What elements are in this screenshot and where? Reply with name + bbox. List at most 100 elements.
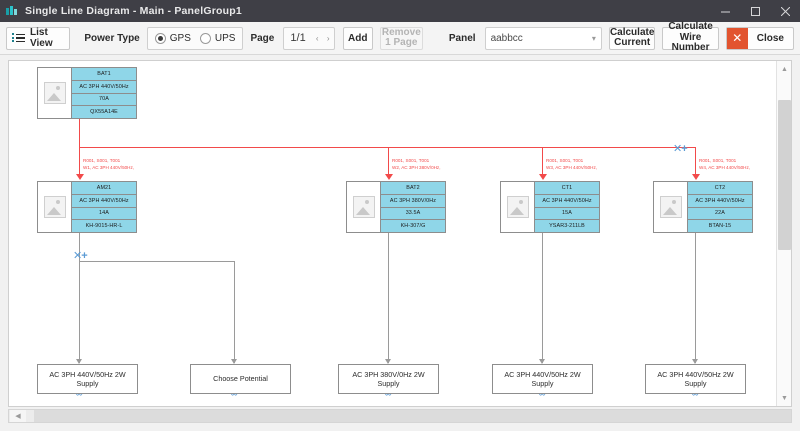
node-thumbnail xyxy=(38,182,72,232)
node-row-model: YSAR3-211LB xyxy=(535,220,599,232)
wire-red-arrow-1 xyxy=(75,174,84,180)
list-icon xyxy=(12,33,25,43)
radio-ups[interactable]: UPS xyxy=(199,32,236,44)
wire-red-arrow-2 xyxy=(384,174,393,180)
node-row-name: CT2 xyxy=(688,182,752,195)
radio-ups-label: UPS xyxy=(214,32,236,44)
wire-gray-arrow-supply-4 xyxy=(539,359,545,364)
wire-gray-branch-horizontal xyxy=(79,261,235,262)
node-ct2[interactable]: CT2 AC 3PH 440V/50Hz 22A BTAN-15 xyxy=(653,181,753,233)
node-row-voltage: AC 3PH 440V/50Hz xyxy=(72,194,136,208)
wire-red-arrow-4 xyxy=(691,174,700,180)
node-row-voltage: AC 3PH 440V/50Hz xyxy=(688,194,752,208)
calculate-wire-number-button[interactable]: Calculate Wire Number xyxy=(662,22,719,53)
power-type-radio-group: GPS UPS xyxy=(146,26,244,50)
toolbar: List View Power Type GPS UPS Page 1/1 ‹ … xyxy=(0,22,800,55)
wire-gray-arrow-supply-5 xyxy=(692,359,698,364)
vertical-scrollbar[interactable]: ▲ ▼ xyxy=(776,61,791,406)
node-ct1[interactable]: CT1 AC 3PH 440V/50Hz 15A YSAR3-211LB xyxy=(500,181,600,233)
node-row-name: CT1 xyxy=(535,182,599,195)
expand-chevron-3[interactable]: ˇˇ xyxy=(385,393,391,403)
wire-gray-am21-trunk xyxy=(79,233,80,363)
close-icon[interactable] xyxy=(770,0,800,22)
app-logo-icon xyxy=(6,6,18,16)
node-row-current: 33.5A xyxy=(381,207,445,221)
add-button[interactable]: Add xyxy=(342,26,373,50)
horizontal-scroll-thumb[interactable] xyxy=(34,410,791,422)
list-view-button[interactable]: List View xyxy=(6,26,71,50)
wire-gray-arrow-supply-3 xyxy=(385,359,391,364)
supply-2[interactable]: AC 3PH 380V/0Hz 2W Supply xyxy=(338,364,439,394)
wire-red-drop-4 xyxy=(695,147,697,176)
panel-label: Panel xyxy=(448,32,476,44)
node-am21[interactable]: AM21 AC 3PH 440V/50Hz 14A KH-9015-HR-L xyxy=(37,181,137,233)
node-thumbnail xyxy=(654,182,688,232)
diagram-canvas[interactable]: BAT1 AC 3PH 440V/50Hz 70A QX55A14E R001,… xyxy=(9,61,775,403)
expand-chevron-2[interactable]: ˇˇ xyxy=(231,393,237,403)
node-row-current: 22A xyxy=(688,207,752,221)
list-view-label: List View xyxy=(30,27,53,49)
node-row-model: KH-307/G xyxy=(381,220,445,232)
wire-red-drop-3 xyxy=(542,147,544,176)
radio-gps-dot xyxy=(154,32,166,44)
page-prev-arrow-icon[interactable]: ‹ xyxy=(315,33,319,43)
node-row-current: 14A xyxy=(72,207,136,221)
node-row-current: 15A xyxy=(535,207,599,221)
supply-4[interactable]: AC 3PH 440V/50Hz 2W Supply xyxy=(645,364,746,394)
scroll-left-arrow-icon[interactable]: ◀ xyxy=(10,410,26,422)
minimize-icon[interactable] xyxy=(710,0,740,22)
radio-gps[interactable]: GPS xyxy=(154,32,191,44)
node-row-voltage: AC 3PH 440V/50Hz xyxy=(535,194,599,208)
wire-red-drop-1 xyxy=(79,147,81,176)
expand-chevron-1[interactable]: ˇˇ xyxy=(76,393,82,403)
add-point-marker-branch[interactable]: ✕+ xyxy=(73,250,88,262)
node-row-current: 70A xyxy=(72,93,136,107)
source-node-bat1[interactable]: BAT1 AC 3PH 440V/50Hz 70A QX55A14E xyxy=(37,67,137,119)
remove-page-button[interactable]: Remove 1 Page xyxy=(379,26,423,50)
node-thumbnail xyxy=(347,182,381,232)
supply-3[interactable]: AC 3PH 440V/50Hz 2W Supply xyxy=(492,364,593,394)
calculate-current-button[interactable]: Calculate Current xyxy=(608,26,656,50)
page-spinner[interactable]: 1/1 ‹ › xyxy=(283,26,335,50)
power-type-label: Power Type xyxy=(84,32,140,44)
expand-chevron-5[interactable]: ˇˇ xyxy=(692,393,698,403)
horizontal-scrollbar[interactable]: ◀ xyxy=(8,409,792,423)
panel-select[interactable]: aabbcc ▾ xyxy=(484,26,602,50)
page-next-arrow-icon[interactable]: › xyxy=(326,33,330,43)
diagram-canvas-container[interactable]: BAT1 AC 3PH 440V/50Hz 70A QX55A14E R001,… xyxy=(8,60,792,407)
image-placeholder-icon xyxy=(43,82,66,104)
panel-selected-value: aabbcc xyxy=(490,32,523,44)
supply-1[interactable]: AC 3PH 440V/50Hz 2W Supply xyxy=(37,364,138,394)
node-row-model: KH-9015-HR-L xyxy=(72,220,136,232)
wire-gray-bat2 xyxy=(388,233,389,363)
scroll-up-arrow-icon[interactable]: ▲ xyxy=(781,65,788,73)
wire-gray-arrow-supply-2 xyxy=(231,359,237,364)
page-label: Page xyxy=(250,32,275,44)
scroll-down-arrow-icon[interactable]: ▼ xyxy=(781,394,788,402)
supply-choose-potential[interactable]: Choose Potential xyxy=(190,364,291,394)
expand-chevron-4[interactable]: ˇˇ xyxy=(539,393,545,403)
wire-red-source-drop xyxy=(79,119,81,148)
add-point-marker-top-right[interactable]: ✕+ xyxy=(673,143,688,155)
radio-gps-label: GPS xyxy=(169,32,191,44)
node-row-name: BAT1 xyxy=(72,68,136,81)
radio-ups-dot xyxy=(199,32,211,44)
image-placeholder-icon xyxy=(659,196,682,218)
page-value: 1/1 xyxy=(290,32,306,44)
node-row-voltage: AC 3PH 380V/0Hz xyxy=(381,194,445,208)
maximize-icon[interactable] xyxy=(740,0,770,22)
close-button[interactable]: ✕ Close xyxy=(725,26,794,50)
node-thumbnail xyxy=(501,182,535,232)
wire-gray-arrow-supply-1 xyxy=(76,359,82,364)
vertical-scroll-thumb[interactable] xyxy=(778,100,791,250)
image-placeholder-icon xyxy=(506,196,529,218)
title-bar: Single Line Diagram - Main - PanelGroup1 xyxy=(0,0,800,22)
window-title: Single Line Diagram - Main - PanelGroup1 xyxy=(25,5,242,17)
close-button-label: Close xyxy=(756,32,784,44)
node-bat2[interactable]: BAT2 AC 3PH 380V/0Hz 33.5A KH-307/G xyxy=(346,181,446,233)
